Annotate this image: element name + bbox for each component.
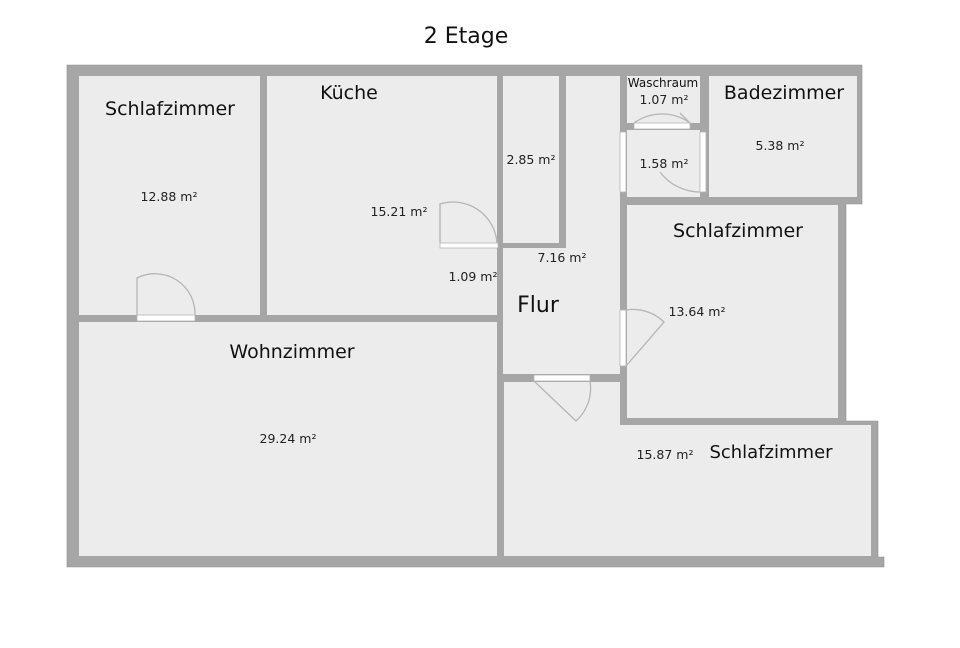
room-floors	[79, 76, 871, 556]
plan-title: 2 Etage	[424, 24, 509, 49]
door-schlafzimmer-2	[619, 309, 627, 367]
door-schlafzimmer-1	[136, 314, 196, 322]
label-schlafzimmer-2: Schlafzimmer	[673, 220, 803, 242]
room-labels: Schlafzimmer 12.88 m² Küche 15.21 m² 2.8…	[105, 76, 844, 463]
label-schlafzimmer-3: Schlafzimmer	[709, 442, 833, 463]
floor-wc	[627, 130, 700, 197]
floor-schlafzimmer-3	[504, 382, 871, 556]
area-kueche: 15.21 m²	[371, 204, 428, 219]
label-kueche: Küche	[320, 82, 378, 104]
area-schlafzimmer-1: 12.88 m²	[141, 189, 198, 204]
floor-abstell-2	[503, 76, 559, 243]
label-flur: Flur	[517, 293, 560, 318]
door-schlafzimmer-3	[533, 374, 591, 382]
label-badezimmer: Badezimmer	[724, 82, 844, 104]
area-waschraum: 1.07 m²	[640, 92, 689, 107]
doors	[136, 112, 707, 422]
area-wohnzimmer: 29.24 m²	[260, 431, 317, 446]
floor-schlafzimmer-1	[79, 76, 260, 315]
door-waschraum	[633, 122, 691, 130]
label-schlafzimmer-1: Schlafzimmer	[105, 98, 235, 120]
floor-abstell-1	[442, 247, 497, 315]
area-wc: 1.58 m²	[640, 156, 689, 171]
area-schlafzimmer-2: 13.64 m²	[669, 304, 726, 319]
door-wc-left	[619, 131, 627, 193]
label-wohnzimmer: Wohnzimmer	[229, 341, 354, 363]
label-waschraum: Waschraum	[628, 76, 699, 90]
floor-flur	[503, 76, 620, 374]
area-abstell-1: 1.09 m²	[449, 269, 498, 284]
floor-badezimmer	[709, 76, 857, 197]
floor-waschraum	[627, 76, 700, 123]
area-schlafzimmer-3: 15.87 m²	[637, 447, 694, 462]
door-kueche	[439, 242, 499, 249]
area-abstell-2: 2.85 m²	[507, 152, 556, 167]
floor-wohnzimmer	[79, 322, 497, 556]
door-wc	[699, 131, 707, 193]
floor-schlafzimmer-2	[627, 205, 838, 418]
area-badezimmer: 5.38 m²	[756, 138, 805, 153]
area-flur: 7.16 m²	[538, 250, 587, 265]
